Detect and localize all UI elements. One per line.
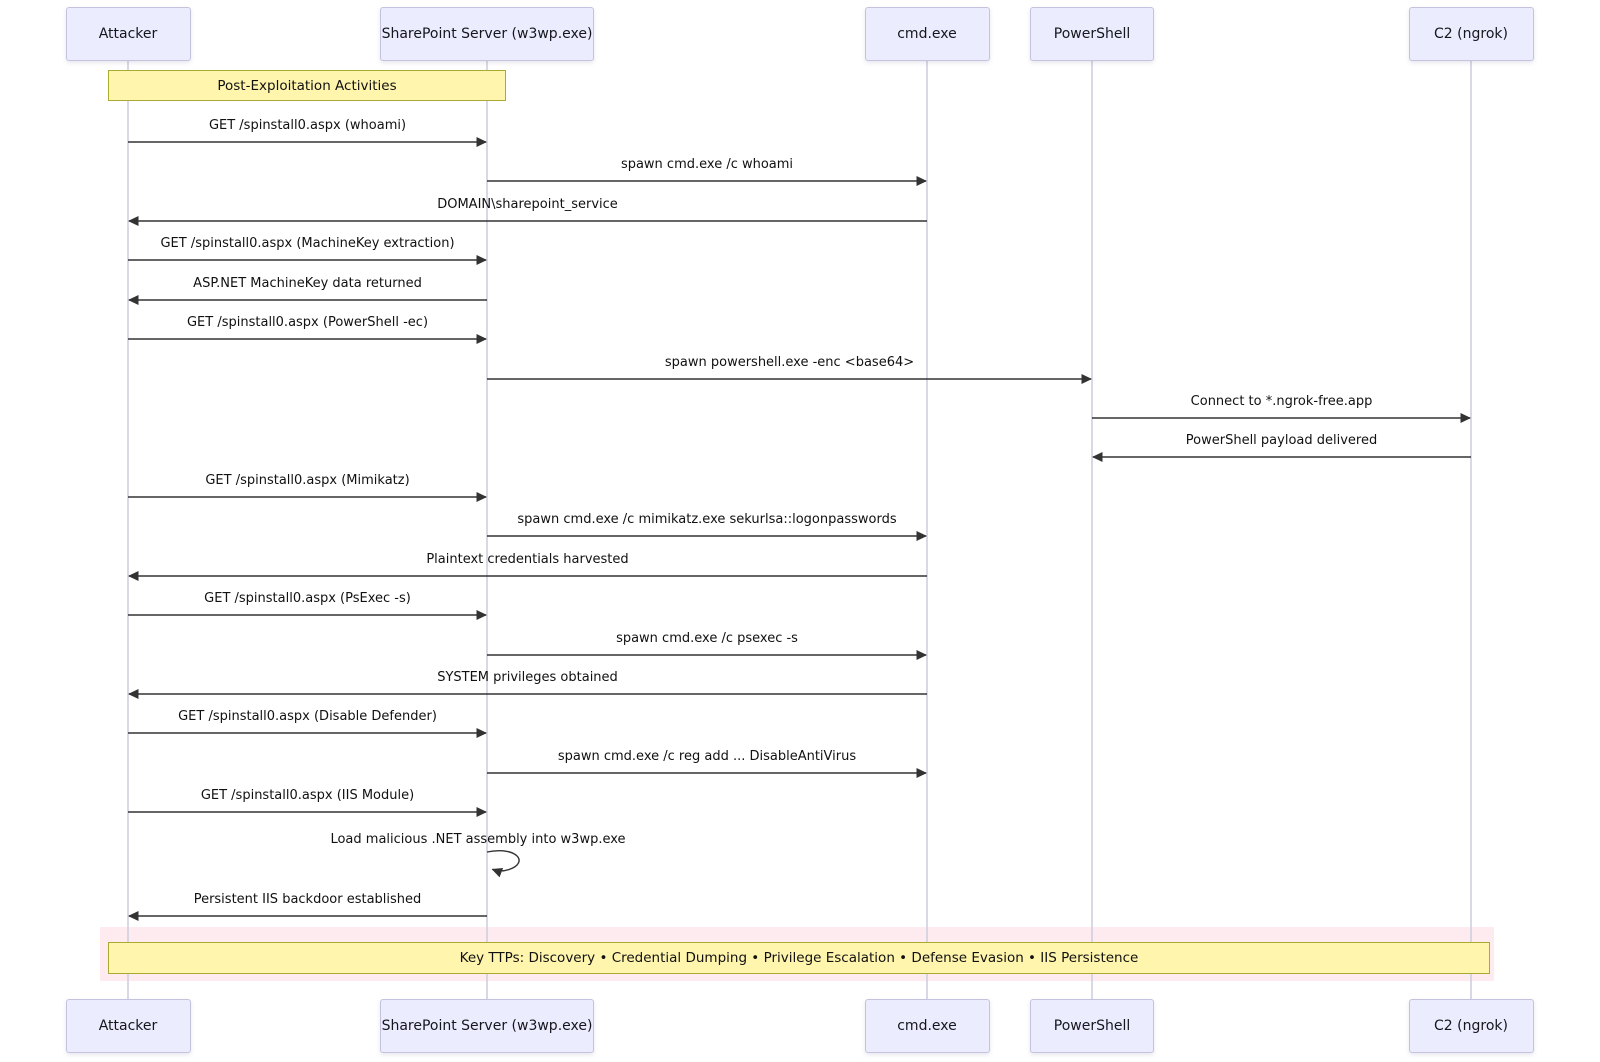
actor-bottom-powershell: PowerShell bbox=[1030, 999, 1154, 1053]
message-label: Connect to *.ngrok-free.app bbox=[1190, 394, 1373, 409]
message-label: Load malicious .NET assembly into w3wp.e… bbox=[330, 832, 626, 847]
message-label: GET /spinstall0.aspx (MachineKey extract… bbox=[160, 236, 455, 251]
post-exploitation-note: Post-Exploitation Activities bbox=[108, 70, 506, 101]
message-label: GET /spinstall0.aspx (whoami) bbox=[208, 118, 407, 133]
actor-top-cmd: cmd.exe bbox=[864, 7, 990, 61]
message-label: spawn cmd.exe /c whoami bbox=[620, 157, 794, 172]
message-label: GET /spinstall0.aspx (PowerShell -ec) bbox=[186, 315, 429, 330]
actor-top-c2: C2 (ngrok) bbox=[1408, 7, 1534, 61]
message-label: GET /spinstall0.aspx (Disable Defender) bbox=[178, 709, 437, 724]
message-label: spawn cmd.exe /c psexec -s bbox=[616, 631, 798, 646]
message-label: GET /spinstall0.aspx (IIS Module) bbox=[200, 788, 415, 803]
actor-top-attacker: Attacker bbox=[65, 7, 191, 61]
message-label: GET /spinstall0.aspx (PsExec -s) bbox=[204, 591, 411, 606]
message-label: Plaintext credentials harvested bbox=[426, 552, 629, 567]
message-label: GET /spinstall0.aspx (Mimikatz) bbox=[205, 473, 410, 488]
actor-bottom-sharepoint: SharePoint Server (w3wp.exe) bbox=[380, 999, 594, 1053]
actor-top-sharepoint: SharePoint Server (w3wp.exe) bbox=[380, 7, 594, 61]
message-label: DOMAIN\sharepoint_service bbox=[437, 197, 618, 212]
key-ttps-note: Key TTPs: Discovery • Credential Dumping… bbox=[108, 942, 1490, 974]
actor-top-powershell: PowerShell bbox=[1030, 7, 1154, 61]
message-label: spawn powershell.exe -enc <base64> bbox=[664, 355, 915, 370]
actor-bottom-c2: C2 (ngrok) bbox=[1408, 999, 1534, 1053]
self-loop-arrow bbox=[486, 850, 520, 878]
actor-bottom-attacker: Attacker bbox=[65, 999, 191, 1053]
message-label: SYSTEM privileges obtained bbox=[437, 670, 618, 685]
message-label: spawn cmd.exe /c mimikatz.exe sekurlsa::… bbox=[517, 512, 897, 527]
message-label: Persistent IIS backdoor established bbox=[193, 892, 422, 907]
message-label: PowerShell payload delivered bbox=[1185, 433, 1378, 448]
message-label: ASP.NET MachineKey data returned bbox=[193, 276, 422, 291]
actor-bottom-cmd: cmd.exe bbox=[864, 999, 990, 1053]
message-label: spawn cmd.exe /c reg add ... DisableAnti… bbox=[557, 749, 857, 764]
